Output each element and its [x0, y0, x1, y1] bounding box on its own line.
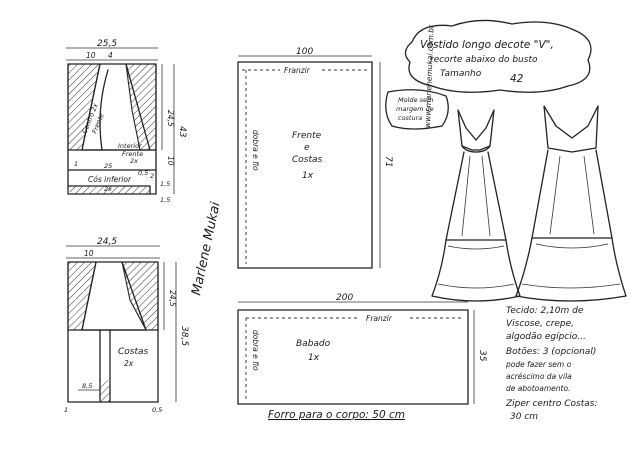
skirt-label-2: e — [304, 143, 310, 153]
skirt-label-3: Costas — [292, 155, 323, 165]
title-cloud — [404, 19, 592, 93]
skirt-label-1: Frente — [292, 131, 322, 141]
ruffle-sketch — [431, 239, 521, 302]
skirt-sketch — [445, 151, 507, 241]
ruffle-gather-label: Franzir — [366, 314, 393, 323]
materials-line-3: algodão egípcio... — [506, 332, 586, 342]
materials-line-5: pode fazer sem o — [505, 360, 572, 369]
signature: Marlene Mukai — [189, 200, 224, 296]
molde-note: Molde sem margem de costura — [385, 89, 449, 130]
bodice-sketch — [457, 109, 495, 151]
skirt-height-label: 71 — [383, 156, 393, 167]
ruffle-piece: 200 Franzir dobra e fio Babado 1x 35 — [237, 293, 487, 405]
materials-line-4: Botões: 3 (opcional) — [506, 347, 596, 357]
side-1-5a: 1,5 — [160, 180, 170, 188]
hatched-area — [100, 380, 110, 402]
materials-line-6: acréscimo da vila — [506, 372, 572, 381]
neckline-curve — [99, 69, 109, 151]
inner-front-label-1: Interior — [118, 142, 143, 150]
materials-line-9: 30 cm — [510, 412, 538, 422]
back-side-38-5: 38,5 — [179, 326, 189, 346]
skirt-count: 1x — [302, 171, 314, 181]
ruffle-sketch — [515, 237, 627, 302]
title-box: Vestido longo decote "V", recorte abaixo… — [404, 19, 592, 93]
ruffle-outline — [237, 309, 469, 405]
inner-front-label-3: 2x — [130, 157, 138, 165]
mark-1: 1 — [74, 160, 78, 168]
back-top-seg1: 10 — [84, 249, 94, 258]
waist-sketch — [461, 145, 491, 153]
materials-line-1: Tecido: 2,10m de — [506, 306, 584, 316]
bodice-sketch — [543, 105, 599, 153]
dress-illustration-back — [515, 105, 627, 302]
side-24-5: 24,5 — [166, 110, 175, 127]
front-bodice-piece: 25,5 10 4 Centro 2x Frente Interior Fren… — [66, 39, 187, 204]
molde-note-1: Molde sem — [398, 96, 433, 104]
size-label: Tamanho — [440, 69, 482, 79]
ruffle-width-label: 200 — [336, 293, 353, 303]
back-label: Costas — [118, 347, 149, 357]
back-count: 2x — [124, 359, 134, 368]
title-line-2: recorte abaixo do busto — [430, 55, 538, 65]
bodice-top-seg2: 4 — [108, 51, 113, 60]
hatched-area — [125, 63, 157, 151]
skirt-piece: 100 Franzir dobra e fio Frente e Costas … — [237, 47, 393, 269]
hatched-area — [121, 261, 159, 331]
skirt-gather-label: Franzir — [284, 66, 311, 75]
skirt-fold-label: dobra e fio — [251, 130, 260, 171]
materials-line-7: de abotoamento. — [506, 384, 570, 393]
mark-25: 25 — [104, 162, 112, 170]
inner-bottom-label: Cós inferior — [88, 175, 132, 184]
bodice-top-seg1: 10 — [86, 51, 96, 60]
back-width-label: 24,5 — [97, 237, 117, 247]
ruffle-fold-label: dobra e fio — [251, 330, 260, 371]
size-value: 42 — [510, 73, 524, 85]
hatched-area — [67, 261, 97, 331]
mark-05: 0,5 — [138, 169, 148, 177]
side-10: 10 — [166, 156, 175, 166]
inner-bottom-count: 2x — [104, 185, 112, 193]
dress-illustration-front — [431, 109, 521, 302]
back-bottom-0-5: 0,5 — [152, 406, 162, 414]
hatched-area — [70, 186, 150, 194]
materials-line-8: Ziper centro Costas: — [505, 399, 598, 409]
skirt-width-label: 100 — [296, 47, 313, 57]
inner-front-label-2: Frente — [122, 150, 143, 158]
molde-note-3: costura — [398, 114, 422, 122]
materials-notes: Tecido: 2,10m de Viscose, crepe, algodão… — [505, 306, 598, 422]
side-43: 43 — [177, 126, 187, 138]
title-line-1: Vestido longo decote "V", — [420, 39, 554, 51]
back-bottom-1: 1 — [64, 406, 68, 414]
skirt-sketch — [531, 149, 613, 239]
back-side-24-5: 24,5 — [168, 290, 177, 307]
ruffle-height-label: 35 — [477, 350, 487, 362]
fold-sketch — [521, 155, 621, 289]
website-url: www.marlenemukai.com.br — [423, 24, 436, 128]
lining-note: Forro para o corpo: 50 cm — [268, 409, 405, 421]
back-bodice-piece: 24,5 10 Costas 2x 24,5 38,5 1 8,5 0,5 — [64, 237, 189, 414]
molde-note-2: margem de — [396, 105, 434, 113]
back-bottom-8-5: 8,5 — [82, 382, 92, 390]
skirt-outline — [237, 61, 373, 269]
fold-sketch — [437, 155, 515, 289]
bodice-width-label: 25,5 — [97, 39, 117, 49]
ruffle-label: Babado — [296, 339, 331, 349]
ruffle-count: 1x — [308, 353, 320, 363]
mark-2: 2 — [150, 172, 154, 180]
back-bodice-outline — [67, 261, 159, 403]
note-cloud — [385, 89, 449, 130]
materials-line-2: Viscose, crepe, — [506, 319, 574, 329]
side-1-5b: 1,5 — [160, 196, 170, 204]
